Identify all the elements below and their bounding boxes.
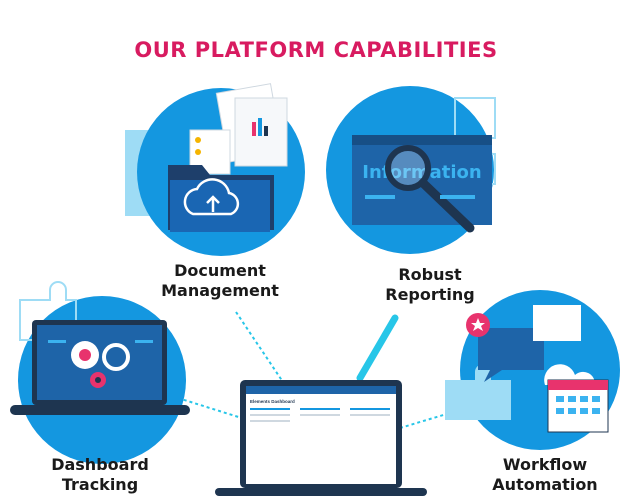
workflow-automation-graphic [445, 290, 620, 450]
laptop-screen-title: Elements Dashboard [250, 399, 295, 404]
label-reporting-line1: Robust [398, 265, 462, 284]
label-document-line1: Document [174, 261, 266, 280]
connector-solid [356, 314, 399, 382]
label-workflow-line2: Automation [492, 475, 598, 494]
robust-reporting-graphic: Information [326, 86, 496, 254]
label-reporting-line2: Reporting [385, 285, 475, 304]
gears-icon [71, 341, 130, 388]
label-document-management: Document Management [150, 261, 290, 301]
connector-lines [177, 311, 461, 429]
label-dashboard-line2: Tracking [61, 475, 139, 494]
page-title: OUR PLATFORM CAPABILITIES [134, 38, 498, 62]
calendar-icon [547, 379, 609, 433]
magnifier-icon [385, 145, 431, 191]
document-management-graphic [125, 83, 305, 256]
label-workflow-automation: Workflow Automation [470, 455, 620, 495]
label-dashboard-tracking: Dashboard Tracking [30, 455, 170, 495]
dashboard-tracking-graphic [10, 281, 190, 464]
cloud-upload-folder-icon [183, 178, 240, 216]
label-dashboard-line1: Dashboard [51, 455, 149, 474]
label-document-line2: Management [161, 281, 279, 300]
centre-laptop: Elements Dashboard [215, 380, 427, 496]
label-workflow-line1: Workflow [502, 455, 588, 474]
label-robust-reporting: Robust Reporting [360, 265, 500, 305]
